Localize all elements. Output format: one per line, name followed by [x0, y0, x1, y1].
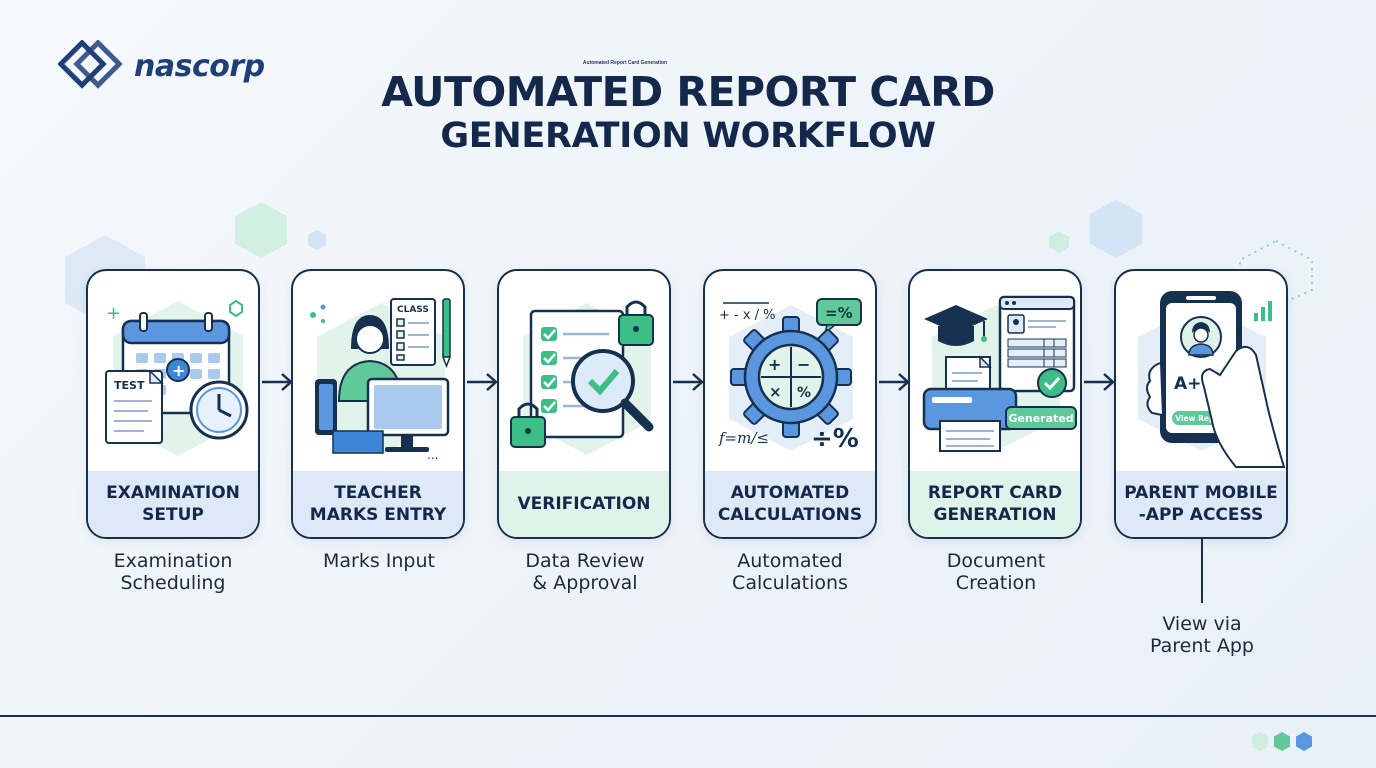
- title-line-1: AUTOMATED REPORT CARD: [381, 68, 995, 116]
- verification-magnifier-icon: [510, 300, 654, 455]
- svg-text:%: %: [797, 385, 811, 401]
- teacher-computer-icon: CLASS ...: [310, 298, 452, 462]
- view-report-button[interactable]: View Report: [1175, 414, 1227, 423]
- test-badge: TEST: [114, 379, 145, 392]
- bottom-divider: [0, 715, 1376, 717]
- hexagon-dots-decoration-icon: [1252, 732, 1312, 751]
- svg-text:+: +: [172, 361, 185, 380]
- flow-arrow-icon: [262, 373, 293, 391]
- hexagon-decoration-icon: [1049, 231, 1069, 253]
- small-caption: Automated Report Card Generation: [582, 60, 668, 66]
- step-card-automated-calculations[interactable]: + - x / % =% + − × % f=m/≤: [703, 269, 877, 539]
- hexagon-decoration-icon: [308, 230, 326, 250]
- grade-a-plus: A+: [1174, 374, 1201, 394]
- logo: nascorp: [58, 40, 265, 92]
- svg-text:+: +: [106, 303, 121, 324]
- flow-arrow-icon: [673, 373, 704, 391]
- title-line-2: GENERATION WORKFLOW: [440, 116, 936, 156]
- step-caption: Marks Input: [323, 550, 435, 572]
- printer-report-icon: Generated: [922, 295, 1077, 452]
- mobile-phone-hand-icon: A+ B View Report: [1138, 291, 1286, 468]
- svg-text:f=m/≤: f=m/≤: [718, 429, 769, 447]
- svg-text:+: +: [768, 355, 781, 374]
- flow-arrow-icon: [1084, 373, 1115, 391]
- connector-line: [1201, 539, 1203, 603]
- svg-text:×: ×: [769, 383, 782, 401]
- logo-mark-icon: [58, 40, 123, 89]
- svg-text:÷%: ÷%: [811, 424, 859, 454]
- step-label: PARENT MOBILE-APP ACCESS: [1116, 471, 1286, 537]
- hexagon-decoration-icon: [235, 202, 287, 258]
- step-card-verification[interactable]: VERIFICATION: [497, 269, 671, 539]
- svg-text:−: −: [797, 355, 810, 374]
- svg-text:+ - x / %: + - x / %: [719, 308, 776, 323]
- flow-arrow-icon: [879, 373, 910, 391]
- svg-text:...: ...: [427, 448, 438, 462]
- svg-text:=%: =%: [825, 304, 853, 322]
- page-title: AUTOMATED REPORT CARD GENERATION WORKFLO…: [340, 72, 1036, 154]
- class-badge: CLASS: [397, 305, 429, 315]
- calculation-gear-icon: + - x / % =% + − × % f=m/≤: [718, 298, 862, 454]
- step-caption: Data Review& Approval: [525, 550, 645, 594]
- flow-arrow-icon: [467, 373, 498, 391]
- step-label: VERIFICATION: [499, 471, 669, 537]
- calendar-exam-icon: + + TEST: [105, 299, 249, 456]
- generated-badge: Generated: [1008, 412, 1073, 425]
- step-card-parent-mobile-app-access[interactable]: A+ B View Report PARENT MOBILE-APP ACCES…: [1114, 269, 1288, 539]
- hexagon-decoration-icon: [1090, 200, 1142, 258]
- logo-text: nascorp: [134, 48, 265, 84]
